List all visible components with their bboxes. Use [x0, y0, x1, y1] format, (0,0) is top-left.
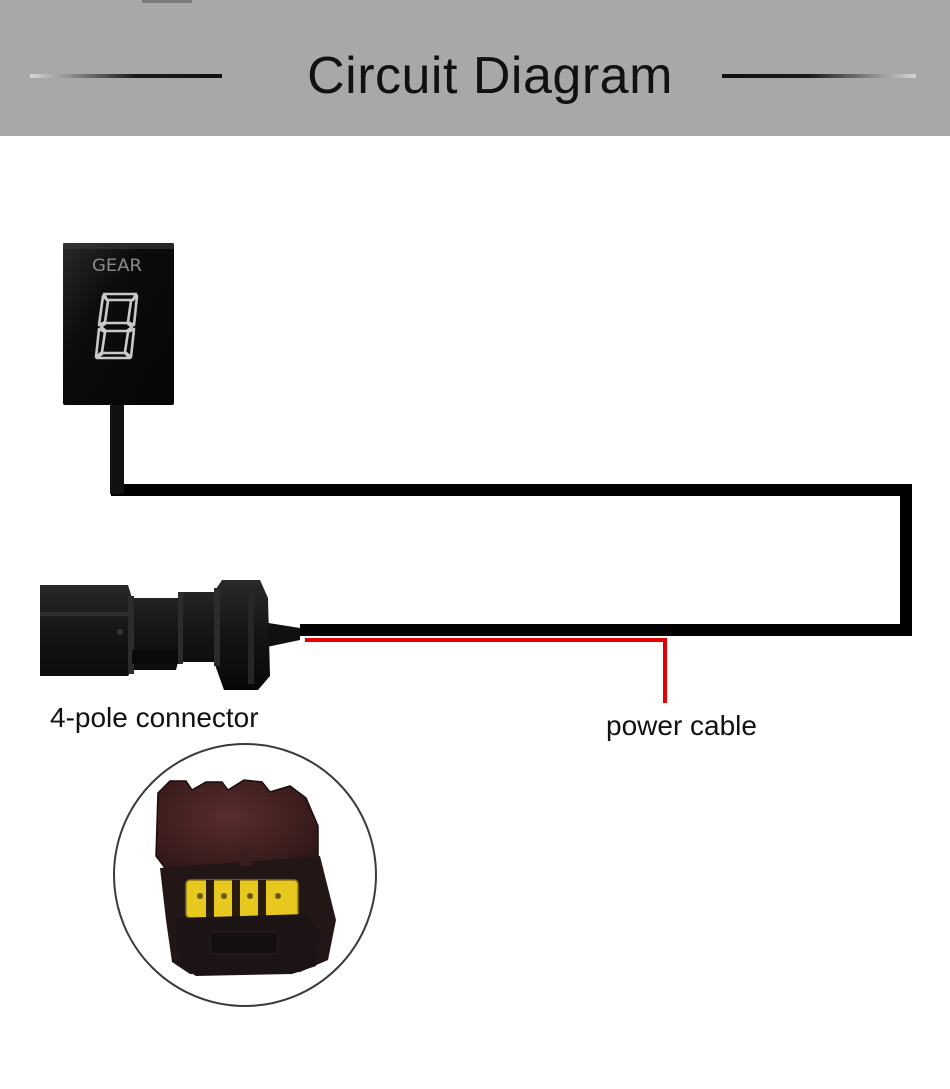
- header-rule-left: [30, 74, 222, 78]
- seven-segment-digit: [94, 292, 139, 360]
- connector-4pole: [40, 580, 300, 690]
- gear-indicator-display: GEAR: [63, 243, 174, 494]
- header-banner: Circuit Diagram: [0, 0, 950, 136]
- power-cable-label: power cable: [606, 710, 757, 741]
- connector-label: 4-pole connector: [50, 702, 259, 733]
- red-power-wire: [305, 638, 667, 703]
- page-title: Circuit Diagram: [307, 47, 673, 105]
- header-tab: [142, 0, 192, 3]
- gear-caption: GEAR: [92, 256, 142, 276]
- header-rule-right: [722, 74, 916, 78]
- connector-closeup: [113, 743, 377, 1007]
